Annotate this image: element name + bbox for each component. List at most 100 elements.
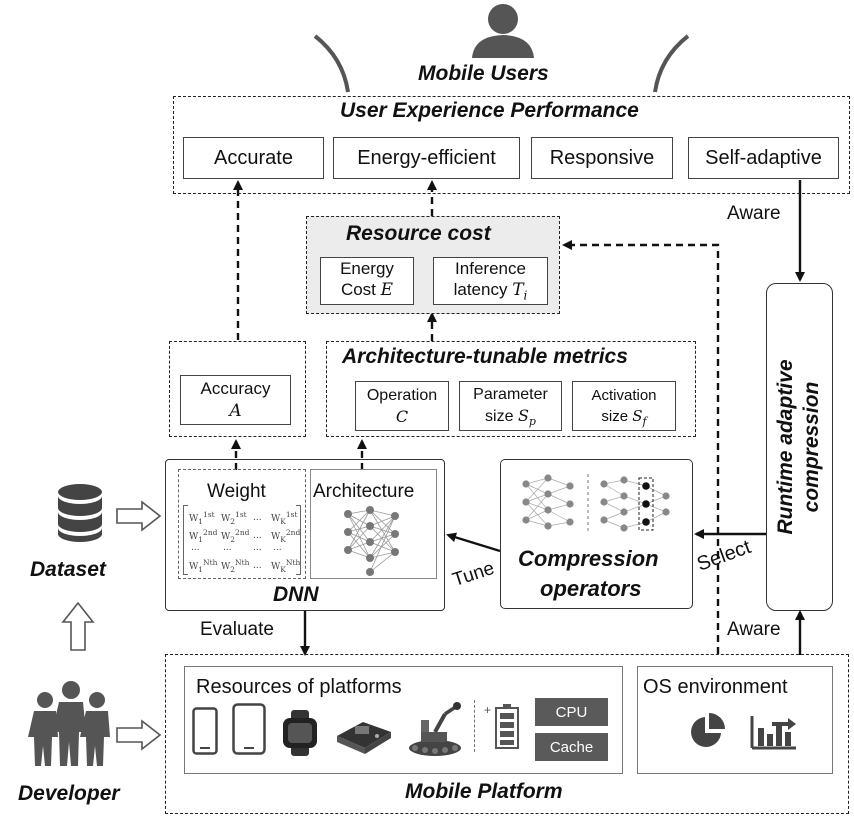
matrix-sup: Nth bbox=[203, 558, 218, 567]
compression-operators-box bbox=[500, 459, 693, 609]
matrix-bracket-right bbox=[296, 505, 301, 575]
ux-energy-efficient-box: Energy-efficient bbox=[333, 137, 520, 179]
compression-line1: Compression bbox=[518, 546, 659, 571]
matrix-cell: ... bbox=[253, 543, 262, 553]
user-arc-left bbox=[313, 34, 350, 93]
matrix-cell: W12nd bbox=[189, 528, 218, 544]
matrix-sub: K bbox=[280, 516, 286, 526]
os-environment-box bbox=[637, 666, 833, 774]
matrix-sup: 2nd bbox=[203, 528, 218, 537]
pie-chart-icon bbox=[691, 713, 725, 747]
evaluate-label: Evaluate bbox=[200, 619, 274, 640]
param-text: size bbox=[485, 408, 514, 425]
dnn-box bbox=[165, 459, 445, 611]
mobile-platform-title: Mobile Platform bbox=[405, 780, 563, 803]
matrix-sub: K bbox=[280, 534, 286, 544]
watch-icon bbox=[283, 710, 317, 756]
dataset-label: Dataset bbox=[30, 558, 106, 581]
latency-line2: latency Ti bbox=[434, 279, 547, 306]
developer-label: Developer bbox=[18, 782, 120, 805]
matrix-sub: 2 bbox=[230, 564, 236, 574]
cache-chip: Cache bbox=[535, 733, 608, 761]
matrix-bracket-left bbox=[183, 505, 188, 575]
matrix-cell: W21st bbox=[221, 510, 247, 526]
runtime-label: Runtime adaptive compression bbox=[773, 287, 825, 607]
activation-size-box: Activation size Sf bbox=[572, 381, 676, 431]
cpu-chip: CPU bbox=[535, 698, 608, 726]
runtime-line2: compression bbox=[800, 381, 823, 513]
matrix-sup: 1st bbox=[203, 510, 215, 519]
ux-accurate-box: Accurate bbox=[183, 137, 324, 179]
energy-cost-line2: Cost E bbox=[321, 279, 413, 301]
operation-line1: Operation bbox=[366, 387, 438, 404]
ux-performance-group bbox=[173, 96, 850, 194]
accuracy-group bbox=[169, 341, 306, 437]
matrix-sup: 1st bbox=[235, 510, 247, 519]
matrix-cell: W11st bbox=[189, 510, 215, 526]
matrix-sub: 1 bbox=[198, 534, 204, 544]
operation-symbol: C bbox=[395, 407, 409, 426]
arrow-tune bbox=[446, 532, 501, 553]
architecture-label: Architecture bbox=[313, 481, 415, 502]
matrix-cell: ... bbox=[253, 561, 262, 571]
weight-matrix: W11st W21st ... WK1st W12nd W22nd ... WK… bbox=[183, 505, 301, 575]
energy-symbol: E bbox=[380, 280, 394, 300]
runtime-line1: Runtime adaptive bbox=[774, 359, 797, 535]
matrix-sub: 2 bbox=[230, 516, 236, 526]
act-text: size bbox=[601, 408, 629, 425]
weight-label: Weight bbox=[207, 481, 266, 502]
matrix-cell: ... bbox=[253, 531, 262, 541]
accuracy-line1: Accuracy bbox=[200, 379, 271, 398]
param-symbol: S bbox=[517, 406, 529, 425]
matrix-sup: Nth bbox=[285, 558, 301, 567]
act-line1: Activation bbox=[591, 387, 657, 404]
matrix-cell: W2Nth bbox=[221, 558, 250, 574]
matrix-cell: W22nd bbox=[221, 528, 250, 544]
compression-network-icon bbox=[522, 474, 670, 532]
arch-metrics-title: Architecture-tunable metrics bbox=[342, 345, 628, 368]
inference-latency-box: Inference latency Ti bbox=[433, 257, 548, 305]
latency-text: latency bbox=[453, 280, 508, 299]
ux-responsive-box: Responsive bbox=[531, 137, 673, 179]
matrix-cell: ... bbox=[223, 543, 232, 553]
resource-cost-title: Resource cost bbox=[346, 222, 491, 245]
user-icon bbox=[472, 4, 534, 58]
operation-box: Operation C bbox=[355, 381, 449, 431]
energy-cost-line1: Energy bbox=[340, 259, 394, 278]
runtime-adaptive-box bbox=[766, 283, 833, 611]
matrix-sup: 1st bbox=[285, 510, 298, 519]
param-line2: size Sp bbox=[460, 405, 561, 432]
act-subscript: f bbox=[642, 415, 647, 428]
user-arc-right bbox=[653, 34, 690, 93]
energy-cost-box: Energy Cost E bbox=[320, 257, 414, 305]
matrix-sup: 2nd bbox=[235, 528, 250, 537]
latency-symbol: T bbox=[512, 280, 524, 300]
matrix-sub: 1 bbox=[198, 516, 204, 526]
arch-metrics-group bbox=[326, 341, 696, 437]
hollow-arrow-up bbox=[61, 601, 95, 651]
ux-self-adaptive-box: Self-adaptive bbox=[688, 137, 839, 179]
resources-divider bbox=[474, 700, 475, 752]
matrix-cell: WK1st bbox=[271, 510, 298, 526]
act-line2: size Sf bbox=[573, 406, 675, 432]
board-icon bbox=[337, 722, 391, 754]
tablet-icon bbox=[232, 703, 266, 755]
aware-bottom-label: Aware bbox=[727, 619, 781, 640]
param-line1: Parameter bbox=[473, 386, 548, 403]
hollow-arrow-developer bbox=[116, 719, 162, 751]
matrix-sub: 2 bbox=[230, 534, 236, 544]
act-symbol: S bbox=[632, 407, 643, 425]
parameter-size-box: Parameter size Sp bbox=[459, 381, 562, 431]
battery-icon: + bbox=[484, 703, 519, 749]
neural-network-icon bbox=[344, 506, 399, 576]
energy-cost-text: Cost bbox=[340, 280, 376, 299]
os-environment-title: OS environment bbox=[643, 676, 788, 698]
matrix-cell: W1Nth bbox=[189, 558, 218, 574]
matrix-cell: WK2nd bbox=[271, 528, 301, 544]
matrix-sup: 2nd bbox=[285, 528, 301, 537]
compression-line2: operators bbox=[540, 576, 642, 601]
svg-text:+: + bbox=[484, 703, 491, 717]
arrow-platform-to-resource bbox=[562, 240, 720, 654]
matrix-sup: Nth bbox=[235, 558, 250, 567]
accuracy-box: Accuracy A bbox=[180, 375, 291, 425]
